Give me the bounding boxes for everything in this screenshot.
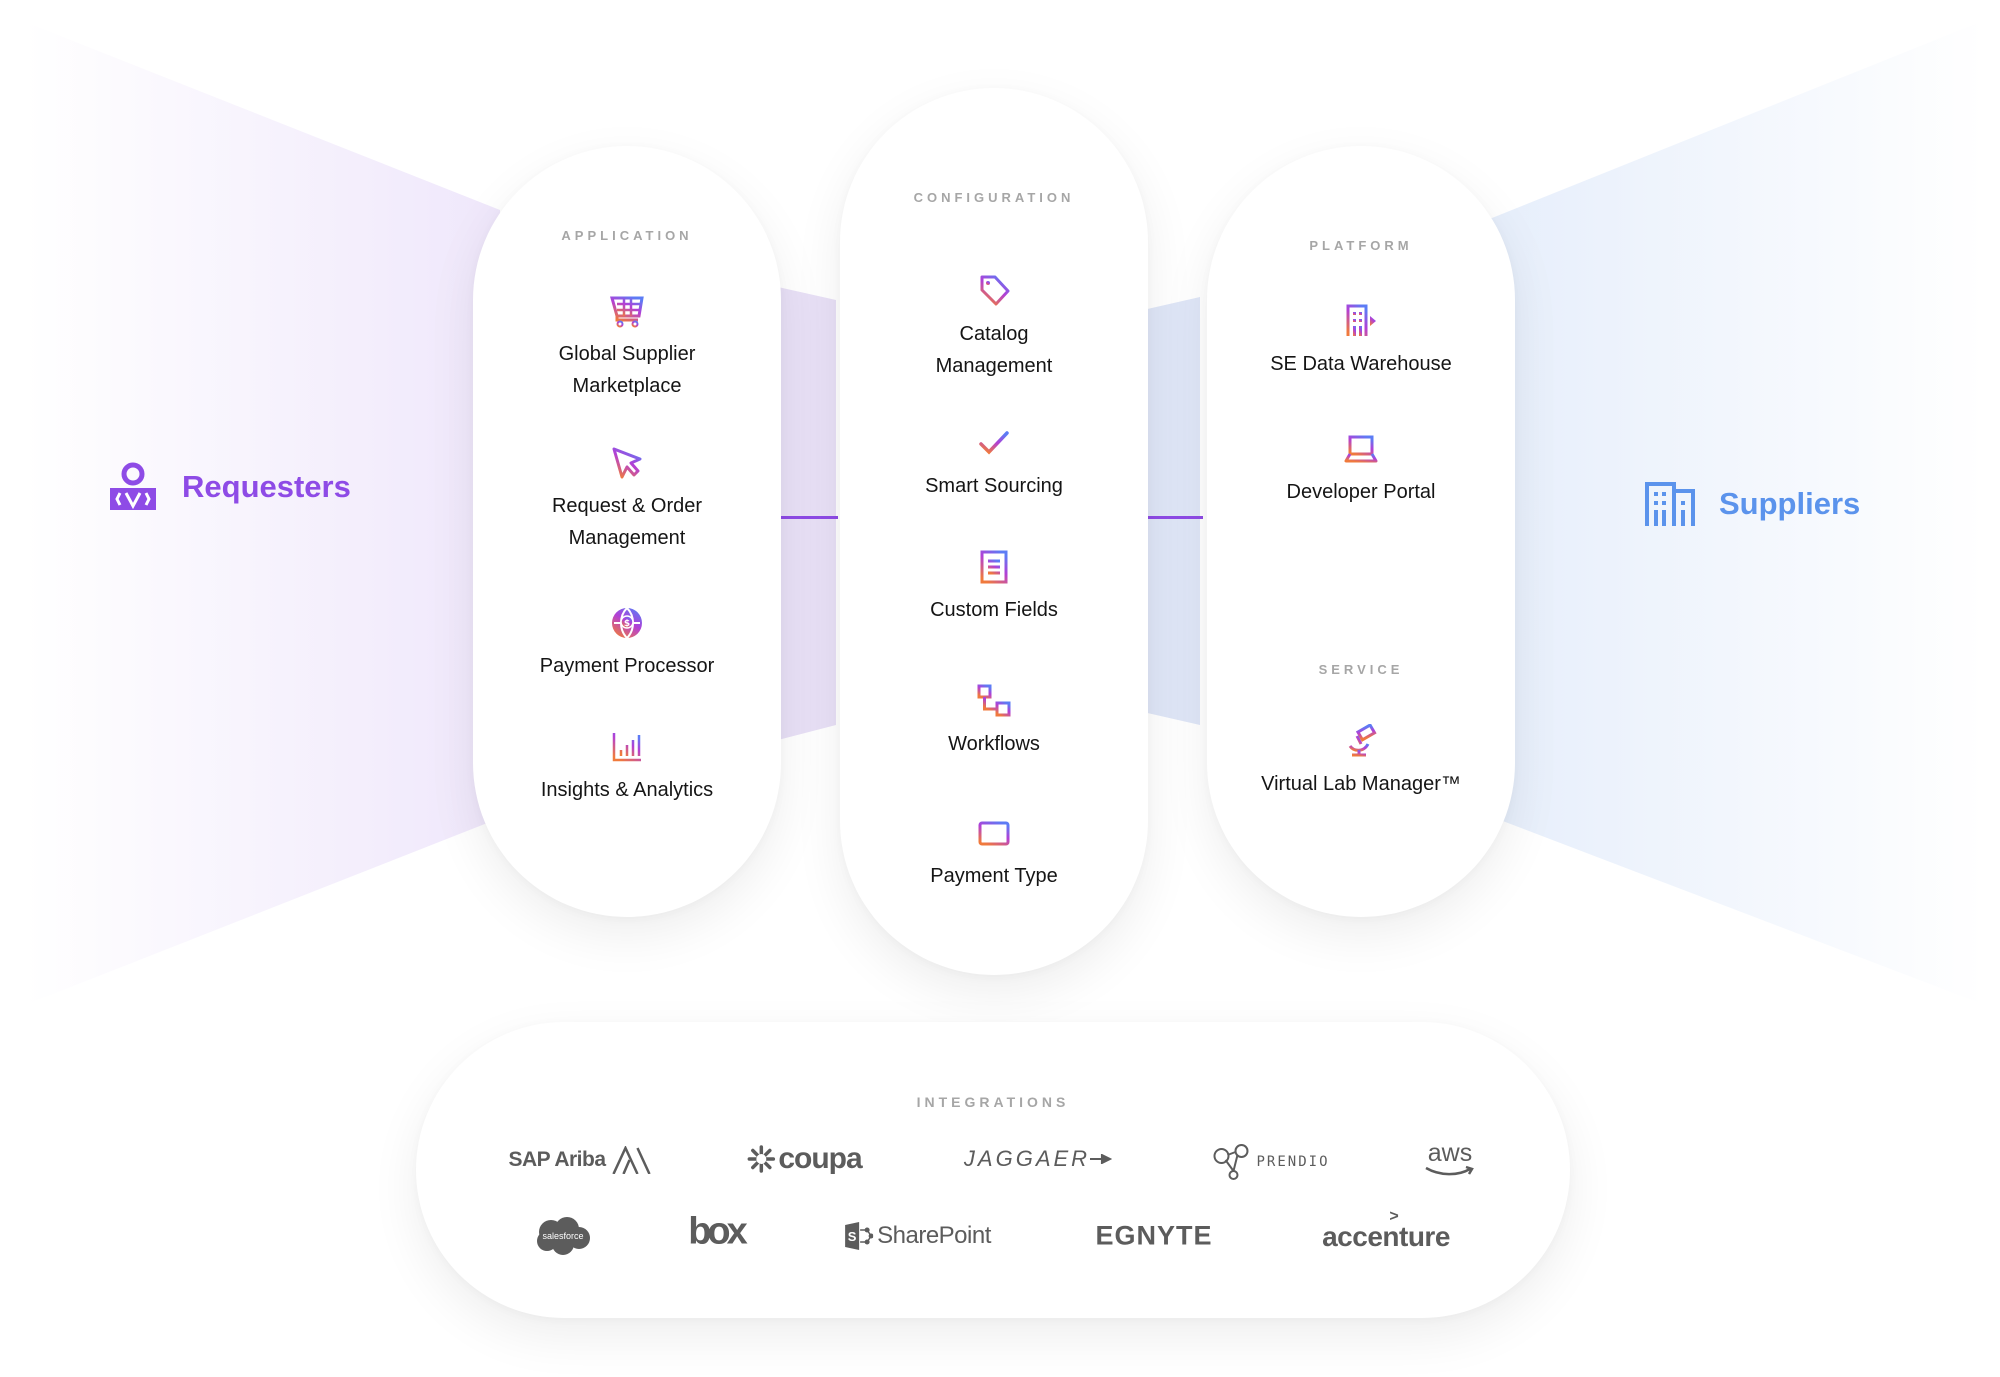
item-workflows[interactable]: Workflows	[840, 684, 1148, 760]
configuration-title: CONFIGURATION	[913, 190, 1075, 205]
app-config-band	[778, 287, 836, 740]
item-label: Payment Processor	[539, 655, 715, 677]
item-label: Workflows	[948, 733, 1040, 755]
logo-aws: aws	[1424, 1141, 1476, 1177]
bar-chart-icon	[612, 733, 641, 762]
platform-title: PLATFORM	[1309, 238, 1413, 253]
logo-salesforce: salesforce	[535, 1216, 591, 1256]
application-pill: APPLICATION Global Supplier Marketplace …	[473, 146, 781, 917]
item-label: Smart Sourcing	[925, 475, 1063, 497]
building-export-icon	[1346, 304, 1376, 336]
logo-sap-ariba: SAP Ariba	[508, 1146, 651, 1174]
item-label: Developer Portal	[1286, 481, 1436, 503]
item-se-data-warehouse[interactable]: SE Data Warehouse	[1207, 304, 1515, 380]
workflow-nodes-icon	[977, 684, 1011, 717]
item-custom-fields[interactable]: Custom Fields	[840, 550, 1148, 626]
suppliers-label: Suppliers	[1719, 486, 1861, 521]
buildings-icon	[1645, 482, 1695, 526]
app-config-connector	[778, 516, 838, 519]
requester-wedge	[25, 22, 500, 1005]
item-smart-sourcing[interactable]: Smart Sourcing	[840, 426, 1148, 502]
item-request-order-management[interactable]: Request & Order Management	[473, 446, 781, 554]
item-label: Request & Order Management	[551, 495, 703, 549]
application-title: APPLICATION	[561, 228, 693, 243]
logo-accenture: > accenture	[1322, 1208, 1450, 1252]
jaggaer-arrow-icon	[1090, 1154, 1113, 1164]
requesters-label: Requesters	[182, 469, 351, 504]
item-label: Global Supplier Marketplace	[558, 343, 696, 397]
globe-dollar-icon: $	[612, 607, 642, 639]
platform-pill: PLATFORM SE Data Warehouse Developer Por…	[1207, 146, 1515, 917]
laptop-icon	[1344, 435, 1378, 463]
price-tag-icon	[980, 275, 1010, 306]
sharepoint-s-icon: S	[845, 1222, 874, 1250]
config-platform-connector	[1143, 516, 1203, 519]
microscope-icon	[1348, 724, 1377, 757]
svg-text:salesforce: salesforce	[542, 1231, 583, 1241]
suppliers-actor: Suppliers	[1645, 482, 1860, 526]
document-lines-icon	[980, 550, 1008, 584]
person-badge-icon	[110, 462, 156, 510]
aws-smile-icon	[1425, 1165, 1474, 1176]
service-title: SERVICE	[1318, 662, 1404, 677]
integrations-title: INTEGRATIONS	[916, 1094, 1070, 1110]
credit-card-icon	[978, 821, 1010, 846]
accenture-chevron-icon: >	[1389, 1208, 1399, 1225]
logo-prendio: PRENDIO	[1212, 1144, 1329, 1180]
svg-text:$: $	[624, 619, 630, 629]
salesforce-cloud-icon: salesforce	[537, 1217, 590, 1255]
configuration-pill: CONFIGURATION Catalog Management Smart S…	[840, 88, 1148, 975]
coupa-starburst-icon	[747, 1145, 776, 1173]
svg-text:S: S	[848, 1229, 857, 1244]
item-label: Custom Fields	[930, 599, 1058, 621]
item-label: SE Data Warehouse	[1270, 353, 1452, 375]
logo-jaggaer: JAGGAER	[964, 1146, 1113, 1172]
ariba-chevron-icon	[612, 1146, 651, 1174]
requesters-actor: Requesters	[108, 462, 351, 512]
logo-coupa: coupa	[746, 1142, 863, 1176]
item-label: Virtual Lab Manager™	[1261, 773, 1461, 795]
config-platform-band	[1143, 297, 1200, 725]
prendio-nodes-icon	[1213, 1144, 1249, 1180]
item-payment-processor[interactable]: $ Payment Processor	[473, 606, 781, 682]
integrations-pill: INTEGRATIONS SAP Ariba coupa JAGGAER PRE…	[416, 1022, 1570, 1318]
item-developer-portal[interactable]: Developer Portal	[1207, 432, 1515, 508]
item-global-supplier-marketplace[interactable]: Global Supplier Marketplace	[473, 294, 781, 402]
logo-box: box	[688, 1210, 748, 1253]
logo-sharepoint: S SharePoint	[843, 1221, 991, 1251]
logo-egnyte: EGNYTE	[1095, 1220, 1213, 1251]
item-label: Insights & Analytics	[540, 779, 714, 801]
item-label: Payment Type	[930, 865, 1058, 887]
cursor-arrow-icon	[612, 447, 642, 479]
item-virtual-lab-manager[interactable]: Virtual Lab Manager™	[1207, 724, 1515, 800]
shopping-cart-icon	[610, 296, 644, 328]
item-insights-analytics[interactable]: Insights & Analytics	[473, 730, 781, 806]
checkmark-icon	[979, 431, 1009, 455]
item-catalog-management[interactable]: Catalog Management	[840, 274, 1148, 382]
item-label: Catalog Management	[935, 323, 1053, 377]
item-payment-type[interactable]: Payment Type	[840, 816, 1148, 892]
supplier-wedge	[1487, 20, 1985, 1005]
